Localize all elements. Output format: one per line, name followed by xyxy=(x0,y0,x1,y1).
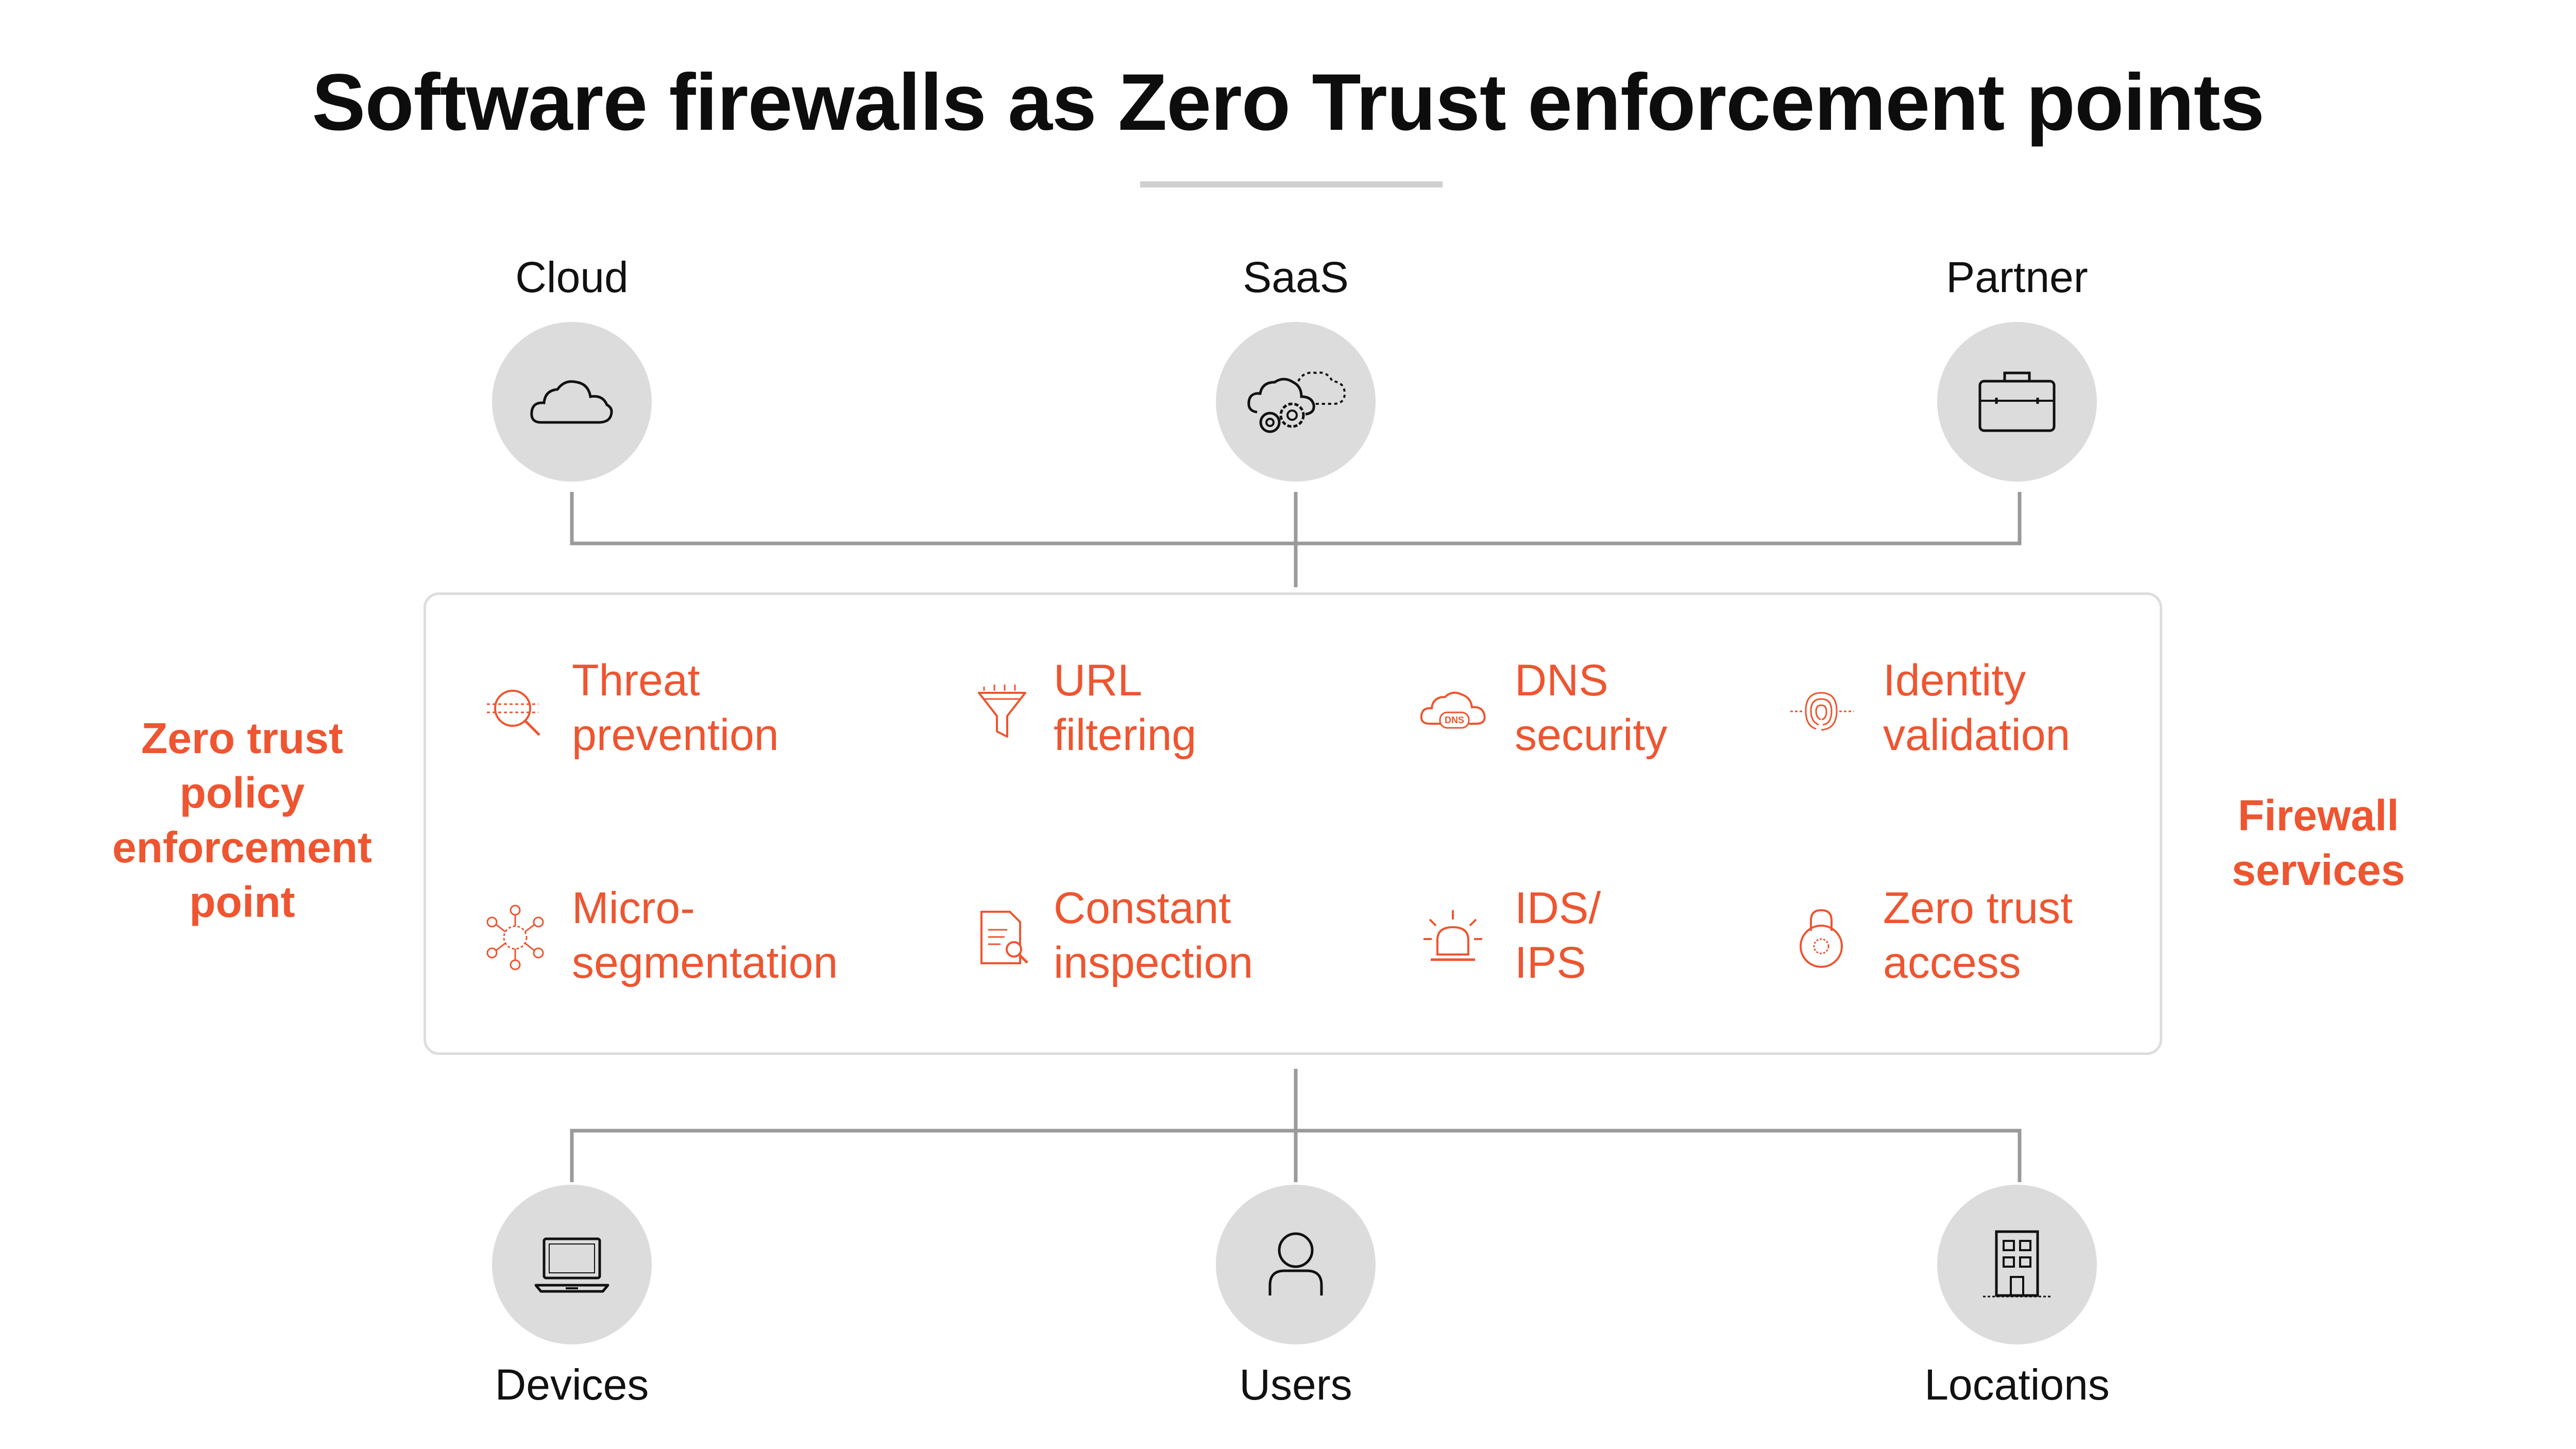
node-users xyxy=(1216,1185,1376,1344)
node-label-partner: Partner xyxy=(1946,253,2088,301)
service-ids-ips: IDS/IPS xyxy=(1515,883,1601,987)
node-label-saas: SaaS xyxy=(1243,253,1349,301)
dns-cloud-icon: DNS xyxy=(1420,691,1486,729)
user-icon xyxy=(1268,1232,1323,1295)
node-cloud xyxy=(492,322,652,482)
building-icon xyxy=(1983,1230,2051,1298)
alarm-light-icon xyxy=(1423,910,1482,961)
padlock-icon xyxy=(1800,909,1843,968)
briefcase-icon xyxy=(1978,371,2056,432)
firewall-services-panel xyxy=(423,592,2162,1055)
dns-badge-text: DNS xyxy=(1445,715,1464,725)
left-label-zero-trust-enforcement: Zero trust policy enforcement point xyxy=(112,714,372,926)
page-title: Software firewalls as Zero Trust enforce… xyxy=(312,58,2264,147)
node-locations xyxy=(1937,1185,2097,1344)
node-label-cloud: Cloud xyxy=(515,253,629,301)
right-label-firewall-services: Firewall services xyxy=(2231,791,2405,894)
cloud-gears-icon xyxy=(1247,371,1346,433)
node-saas xyxy=(1216,322,1376,482)
cloud-icon xyxy=(530,380,613,424)
node-label-devices: Devices xyxy=(495,1360,649,1409)
node-label-locations: Locations xyxy=(1924,1360,2110,1409)
service-micro-segmentation: Micro-segmentation xyxy=(572,883,838,987)
network-nodes-icon xyxy=(486,905,544,970)
node-partner xyxy=(1937,322,2097,482)
fingerprint-icon xyxy=(1790,692,1854,731)
title-underline xyxy=(1140,181,1443,187)
funnel-icon xyxy=(978,685,1026,738)
laptop-icon xyxy=(534,1237,609,1293)
node-label-users: Users xyxy=(1239,1360,1352,1409)
threat-magnifier-icon xyxy=(487,690,540,736)
node-devices xyxy=(492,1185,652,1344)
document-search-icon xyxy=(980,911,1028,964)
